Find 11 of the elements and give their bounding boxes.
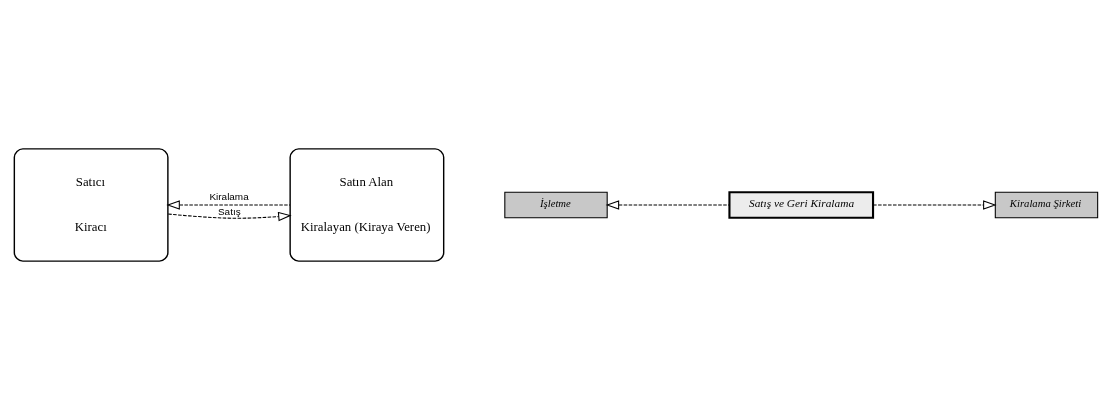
arrow bbox=[872, 200, 997, 210]
node-box: Satıcı Kiracı bbox=[13, 148, 169, 262]
edge-label: Kiralama bbox=[209, 191, 249, 203]
node-box: Satış ve Geri Kiralama bbox=[728, 191, 875, 219]
edge-label: Satış bbox=[217, 206, 241, 218]
arrow bbox=[167, 211, 292, 222]
arrow bbox=[605, 200, 730, 210]
node-box: Satın Alan Kiralayan (Kiraya Veren) bbox=[289, 148, 445, 262]
node-box: Kiralama Şirketi bbox=[994, 191, 1099, 219]
node-box: İşletme bbox=[504, 191, 608, 219]
arrow bbox=[166, 200, 291, 210]
